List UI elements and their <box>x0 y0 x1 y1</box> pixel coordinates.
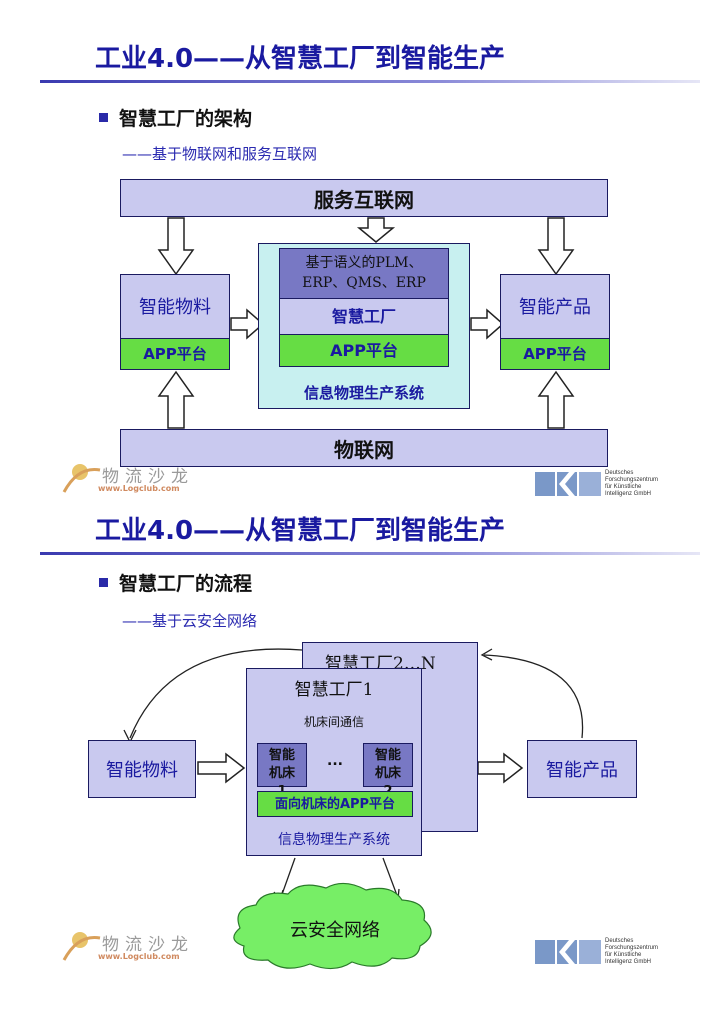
dfki-line: Deutsches <box>605 938 634 944</box>
watermark-swoosh-icon <box>62 464 101 493</box>
smart-product-label: 智能产品 <box>519 297 591 318</box>
watermark-text: 物流沙龙 <box>102 935 194 955</box>
semantic-systems-line1: 基于语义的PLM、 <box>305 255 423 271</box>
smart-material-app-platform: APP平台 <box>121 338 229 369</box>
smart-material-box: 智能物料 APP平台 <box>120 274 230 370</box>
slide1-heading: 智慧工厂的架构 <box>119 108 253 130</box>
arrow-up-left <box>157 370 195 429</box>
dfki-logo-icon <box>535 472 601 496</box>
center-app-platform: APP平台 <box>279 335 449 367</box>
cps-container: 基于语义的PLM、 ERP、QMS、ERP 智慧工厂 APP平台 信息物理生产系… <box>258 243 470 409</box>
dfki-logo-1: Deutsches Forschungszentrum für Künstlic… <box>535 470 685 500</box>
slide2-title: 工业4.0——从智慧工厂到智能生产 <box>95 516 506 546</box>
dfki-line: für Künstliche <box>605 952 642 958</box>
watermark-url: www.Logclub.com <box>98 952 180 961</box>
slide2-subheading: ——基于云安全网络 <box>122 612 258 630</box>
cps-caption: 信息物理生产系统 <box>303 384 424 402</box>
internet-of-things-bar: 物联网 <box>120 429 608 467</box>
semantic-systems-box: 基于语义的PLM、 ERP、QMS、ERP <box>279 248 449 299</box>
smart-material-box-2: 智能物料 <box>88 740 196 798</box>
smart-material-label: 智能物料 <box>139 297 211 318</box>
smart-factory-1-box: 智慧工厂1 机床间通信 智能机床1 ... 智能机床2 面向机床的APP平台 信… <box>246 668 422 856</box>
internet-of-things-label: 物联网 <box>334 437 394 462</box>
arrow-up-right <box>537 370 575 429</box>
comm-label: 机床间通信 <box>303 715 364 729</box>
slide1-title: 工业4.0——从智慧工厂到智能生产 <box>95 44 506 74</box>
watermark-logo-1: 物流沙龙 www.Logclub.com <box>62 460 222 500</box>
smart-machine-1: 智能机床1 <box>257 743 307 799</box>
smart-product-box-2: 智能产品 <box>527 740 637 798</box>
dfki-line: Deutsches <box>605 470 634 476</box>
arrow-down-center <box>356 217 396 243</box>
slide2-heading: 智慧工厂的流程 <box>119 573 253 595</box>
internet-of-services-bar: 服务互联网 <box>120 179 608 217</box>
dfki-line: Intelligenz GmbH <box>605 491 652 497</box>
smart-machine-2: 智能机床2 <box>363 743 413 799</box>
slide1-subheading: ——基于物联网和服务互联网 <box>122 145 318 163</box>
dfki-line: Forschungszentrum <box>605 945 659 951</box>
curve-arrowhead-right <box>480 648 493 661</box>
watermark-text: 物流沙龙 <box>102 467 194 487</box>
smart-product-label-2: 智能产品 <box>546 760 618 781</box>
arrow-down-left <box>157 217 195 276</box>
smart-product-box: 智能产品 APP平台 <box>500 274 610 370</box>
smart-material-label-2: 智能物料 <box>106 760 178 781</box>
watermark-swoosh-icon <box>62 932 101 961</box>
slide2-bullet <box>99 578 108 587</box>
cloud-security-label: 云安全网络 <box>290 920 380 941</box>
arrow-right-1 <box>230 308 265 340</box>
slide2-title-rule <box>40 552 700 555</box>
smart-factory-1-label: 智慧工厂1 <box>294 680 374 700</box>
smart-product-app-platform: APP平台 <box>501 338 609 369</box>
slide1-bullet <box>99 113 108 122</box>
cps-caption-2: 信息物理生产系统 <box>278 832 390 848</box>
watermark-logo-2: 物流沙龙 www.Logclub.com <box>62 928 222 968</box>
slide1-arrows <box>157 217 575 429</box>
dfki-text-block: Deutsches Forschungszentrum für Künstlic… <box>605 470 658 498</box>
internet-of-services-label: 服务互联网 <box>314 187 414 212</box>
dfki-logo-2: Deutsches Forschungszentrum für Künstlic… <box>535 938 685 968</box>
dfki-text-block: Deutsches Forschungszentrum für Künstlic… <box>605 938 658 966</box>
arrow-factory-to-product <box>477 752 524 784</box>
semantic-systems-line2: ERP、QMS、ERP <box>302 275 426 291</box>
machine-app-platform: 面向机床的APP平台 <box>257 791 413 817</box>
cloud-shape <box>233 882 432 970</box>
curve-arrow-to-material <box>129 648 303 739</box>
cloud-line-right <box>382 857 399 899</box>
arrow-right-2 <box>470 308 505 340</box>
smart-factory-box: 智慧工厂 <box>279 299 449 335</box>
dfki-line: für Künstliche <box>605 484 642 490</box>
dfki-line: Forschungszentrum <box>605 477 659 483</box>
slide1-title-rule <box>40 80 700 83</box>
curve-arrow-from-product <box>483 654 584 739</box>
watermark-url: www.Logclub.com <box>98 484 180 493</box>
dfki-logo-icon <box>535 940 601 964</box>
machine-ellipsis: ... <box>327 753 343 769</box>
arrow-down-right <box>537 217 575 276</box>
dfki-line: Intelligenz GmbH <box>605 959 652 965</box>
arrow-material-to-factory <box>197 752 246 784</box>
